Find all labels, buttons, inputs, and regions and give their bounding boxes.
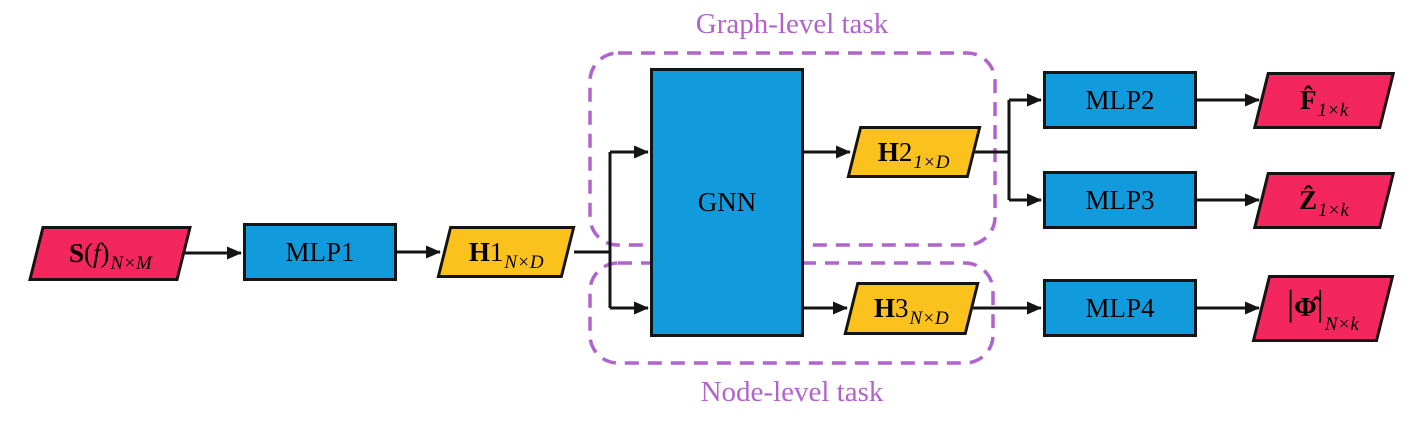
graph-level-task-title: Graph-level task: [695, 8, 889, 40]
node-h2: H21×D: [846, 126, 982, 178]
node-output-z: Ẑ1×k: [1252, 172, 1396, 229]
node-output-phi-label: |Φ̂|N×k: [1287, 283, 1359, 335]
node-h1: H1N×D: [436, 226, 576, 278]
node-mlp2: MLP2: [1043, 71, 1197, 129]
node-output-f: F̂1×k: [1252, 72, 1396, 129]
node-h1-label: H1N×D: [468, 236, 544, 273]
node-output-phi: |Φ̂|N×k: [1251, 275, 1395, 342]
node-output-f-label: F̂1×k: [1299, 85, 1349, 121]
node-input-label: S(f)N×M: [68, 238, 152, 274]
node-gnn-label: GNN: [697, 187, 757, 217]
node-h3-label: H3N×D: [874, 293, 949, 329]
node-mlp3-label: MLP3: [1085, 184, 1155, 215]
node-mlp4: MLP4: [1043, 279, 1197, 337]
node-level-task-title: Node-level task: [700, 376, 884, 408]
node-h2-label: H21×D: [878, 136, 950, 173]
node-gnn: GNN: [650, 68, 804, 337]
node-h3: H3N×D: [843, 282, 980, 335]
node-output-z-label: Ẑ1×k: [1299, 185, 1349, 221]
node-mlp1-label: MLP1: [285, 236, 355, 267]
node-mlp4-label: MLP4: [1085, 292, 1155, 323]
node-input-spectrum: S(f)N×M: [28, 226, 192, 281]
node-mlp3: MLP3: [1043, 171, 1197, 229]
node-mlp1: MLP1: [243, 223, 397, 281]
node-mlp2-label: MLP2: [1085, 84, 1155, 115]
